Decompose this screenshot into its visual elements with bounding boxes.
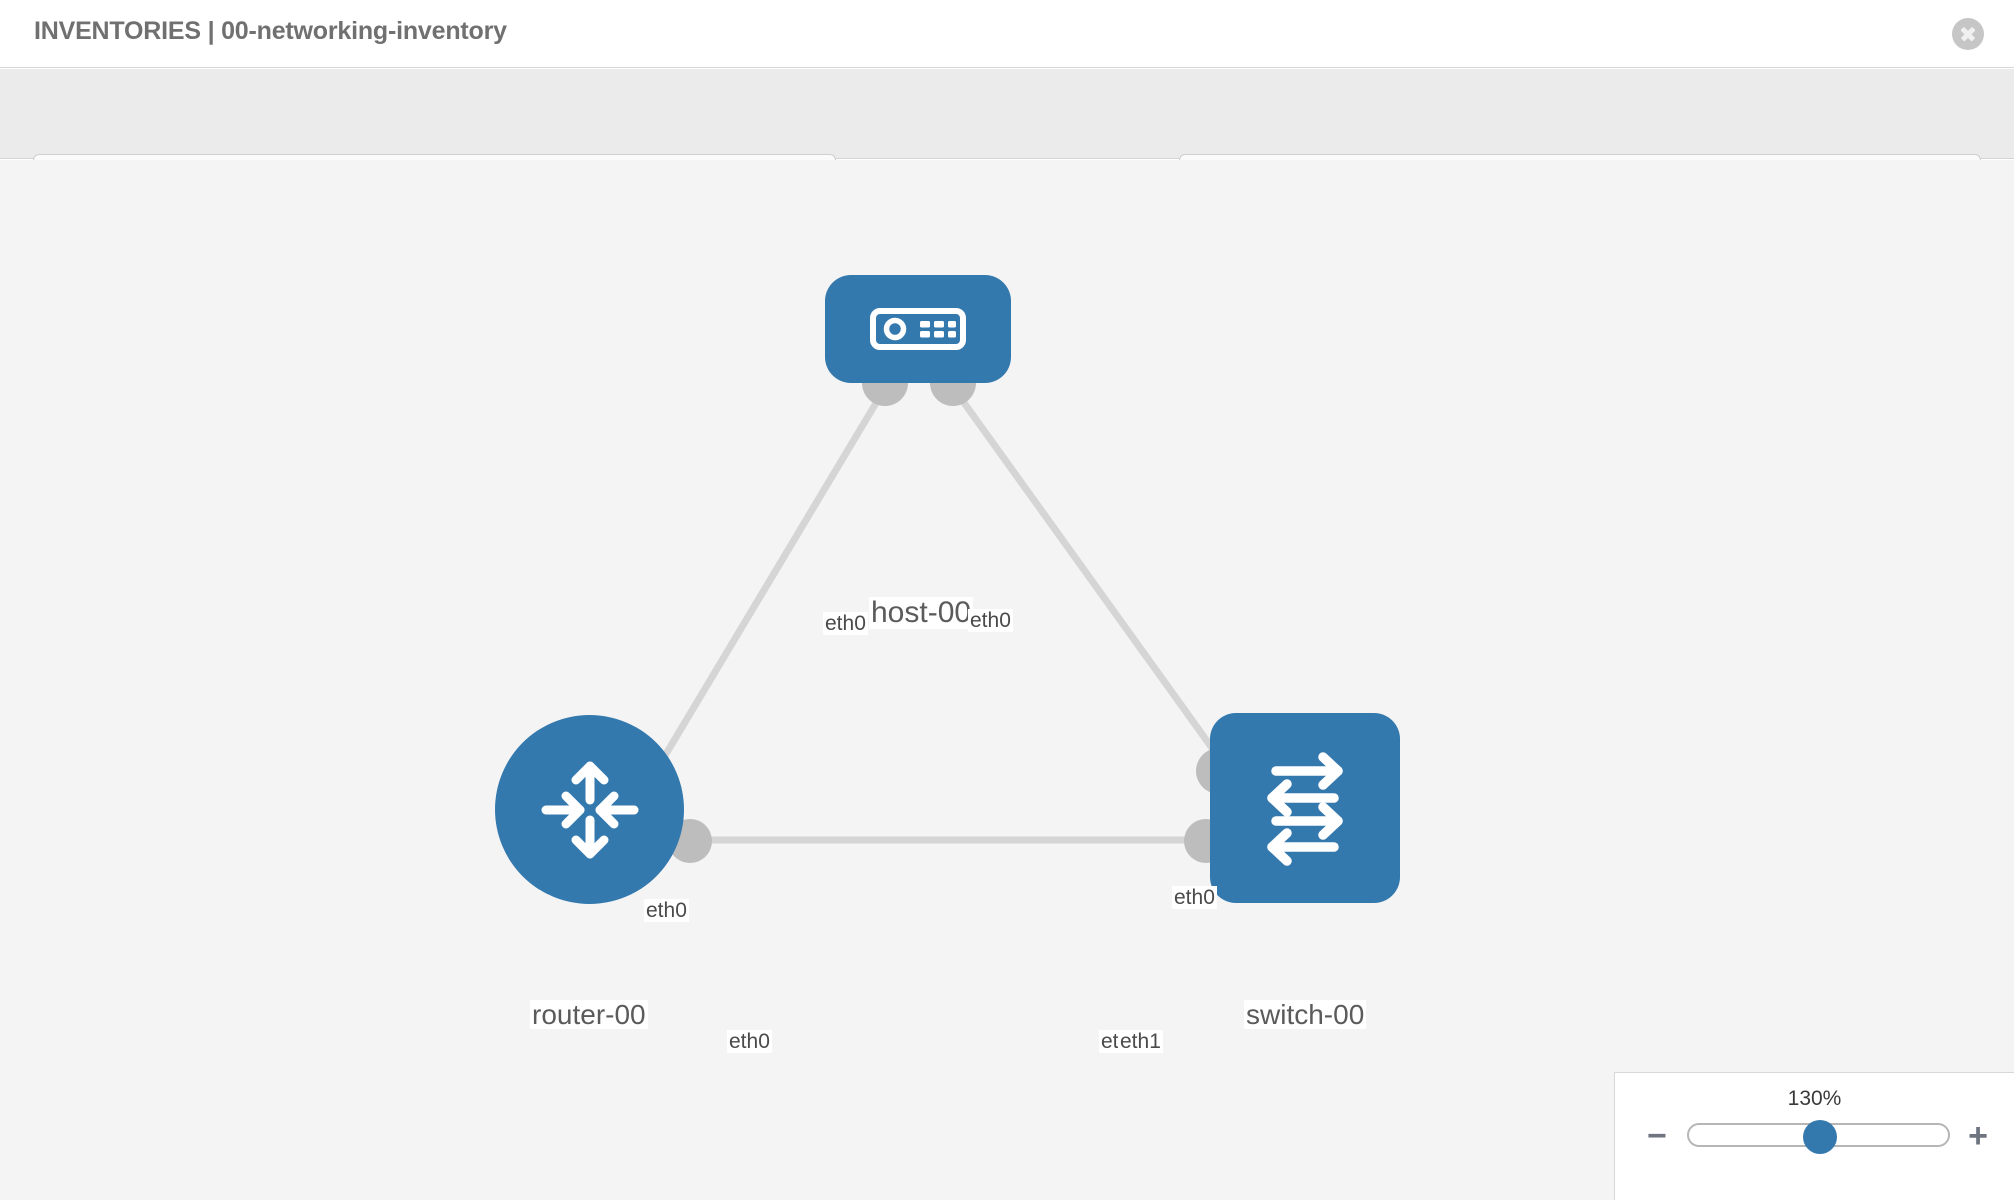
close-icon[interactable] (1952, 18, 1984, 50)
edge-label-switch00-up: eth0 (1172, 886, 1217, 910)
edge-label-router00-up: eth0 (644, 899, 689, 923)
host-00-shape[interactable] (825, 275, 1011, 383)
host-00-label: host-00 (869, 596, 974, 629)
router-00-shape[interactable] (495, 715, 684, 904)
plus-icon[interactable]: + (1968, 1117, 1988, 1155)
edge-host00-switch00 (953, 389, 1239, 784)
page-header: INVENTORIES | 00-networking-inventory (0, 0, 2014, 68)
edge-label-switch00-eth1: eth1 (1118, 1030, 1163, 1054)
router-icon (541, 761, 638, 858)
topology-edges (647, 389, 1239, 844)
server-icon (870, 308, 966, 350)
page-title: INVENTORIES | 00-networking-inventory (34, 17, 507, 45)
switch-00-label: switch-00 (1244, 999, 1367, 1030)
router-00-label: router-00 (530, 999, 648, 1030)
edge-label-host00-left: eth0 (823, 612, 868, 636)
topology-canvas[interactable]: host-00 router-00 (0, 160, 2014, 1200)
edge-host00-router00 (647, 389, 886, 783)
toolbar: ACTIONS SEARCH (0, 69, 2014, 208)
edge-label-router00-eth0: eth0 (727, 1030, 772, 1054)
zoom-control: 130% − + (1614, 1072, 2014, 1200)
zoom-percent-label: 130% (1787, 1087, 1842, 1110)
switch-icon (1267, 751, 1343, 866)
zoom-slider-thumb[interactable] (1802, 1120, 1837, 1154)
minus-icon[interactable]: − (1647, 1117, 1667, 1155)
switch-00-shape[interactable] (1210, 713, 1400, 903)
edge-label-host00-right: eth0 (968, 609, 1013, 633)
zoom-slider[interactable] (1687, 1120, 1950, 1154)
